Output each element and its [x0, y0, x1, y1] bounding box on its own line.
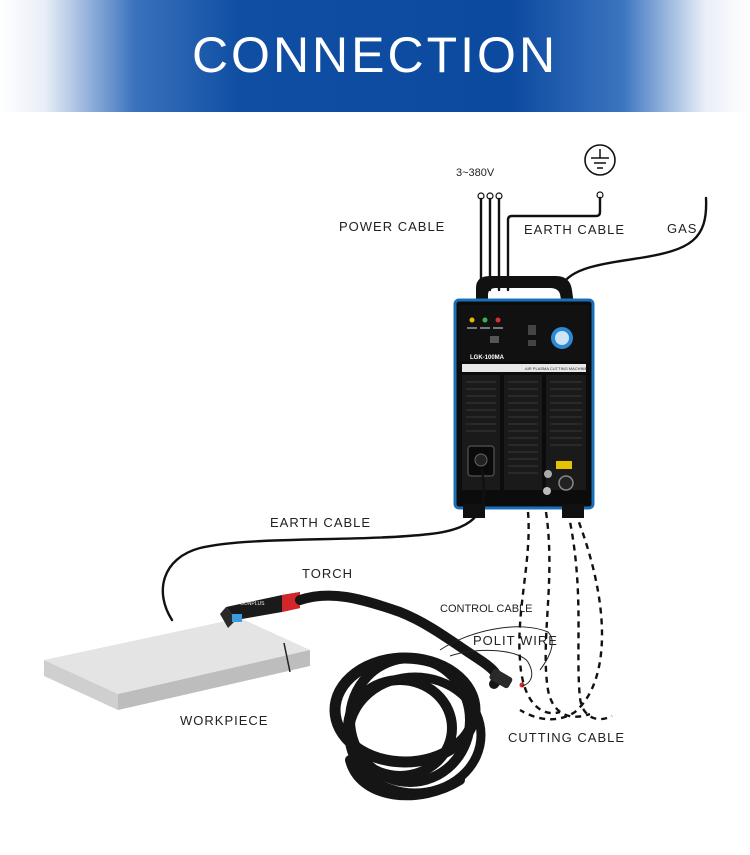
- torch-brand: GONPLUS: [240, 601, 265, 607]
- torch: GONPLUS: [220, 592, 300, 628]
- earth-cable-top-wire: [506, 196, 602, 292]
- gas-hose: [560, 196, 708, 287]
- machine-model-label: LGK-100MA: [470, 355, 505, 361]
- cutting-cable-dashed: [518, 511, 613, 721]
- machine-panel-caption: AIR PLASMA CUTTING MACHINE: [525, 366, 588, 371]
- hose-connector: [489, 668, 513, 689]
- polit-wire-label: POLIT WIRE: [473, 633, 558, 648]
- earth-cable-bottom-label: EARTH CABLE: [270, 515, 371, 530]
- polit-wire-plug: [519, 682, 525, 688]
- plasma-cutter-machine: LGK-100MA AIR PLASMA CUTTING MACHINE: [453, 276, 595, 518]
- gas-label: GAS: [667, 221, 697, 236]
- torch-label: TORCH: [302, 566, 353, 581]
- power-cable-label: POWER CABLE: [339, 219, 445, 234]
- control-cable-wire: [439, 626, 553, 671]
- earth-cable-bottom-wire: [161, 468, 485, 622]
- header-banner: CONNECTION: [0, 0, 750, 112]
- voltage-label: 3~380V: [456, 167, 495, 179]
- earth-cable-top-label: EARTH CABLE: [524, 222, 625, 237]
- ground-symbol-icon: [584, 144, 616, 176]
- power-cable-wires: [479, 197, 501, 292]
- control-cable-label: CONTROL CABLE: [440, 603, 533, 615]
- polit-wire-line: [449, 649, 533, 687]
- power-terminals: [477, 191, 604, 200]
- workpiece-plate: [44, 618, 310, 710]
- workpiece-label: WORKPIECE: [180, 713, 268, 728]
- cutting-cable-label: CUTTING CABLE: [508, 730, 625, 745]
- page-title: CONNECTION: [191, 27, 559, 83]
- torch-hose-coil: [295, 590, 502, 801]
